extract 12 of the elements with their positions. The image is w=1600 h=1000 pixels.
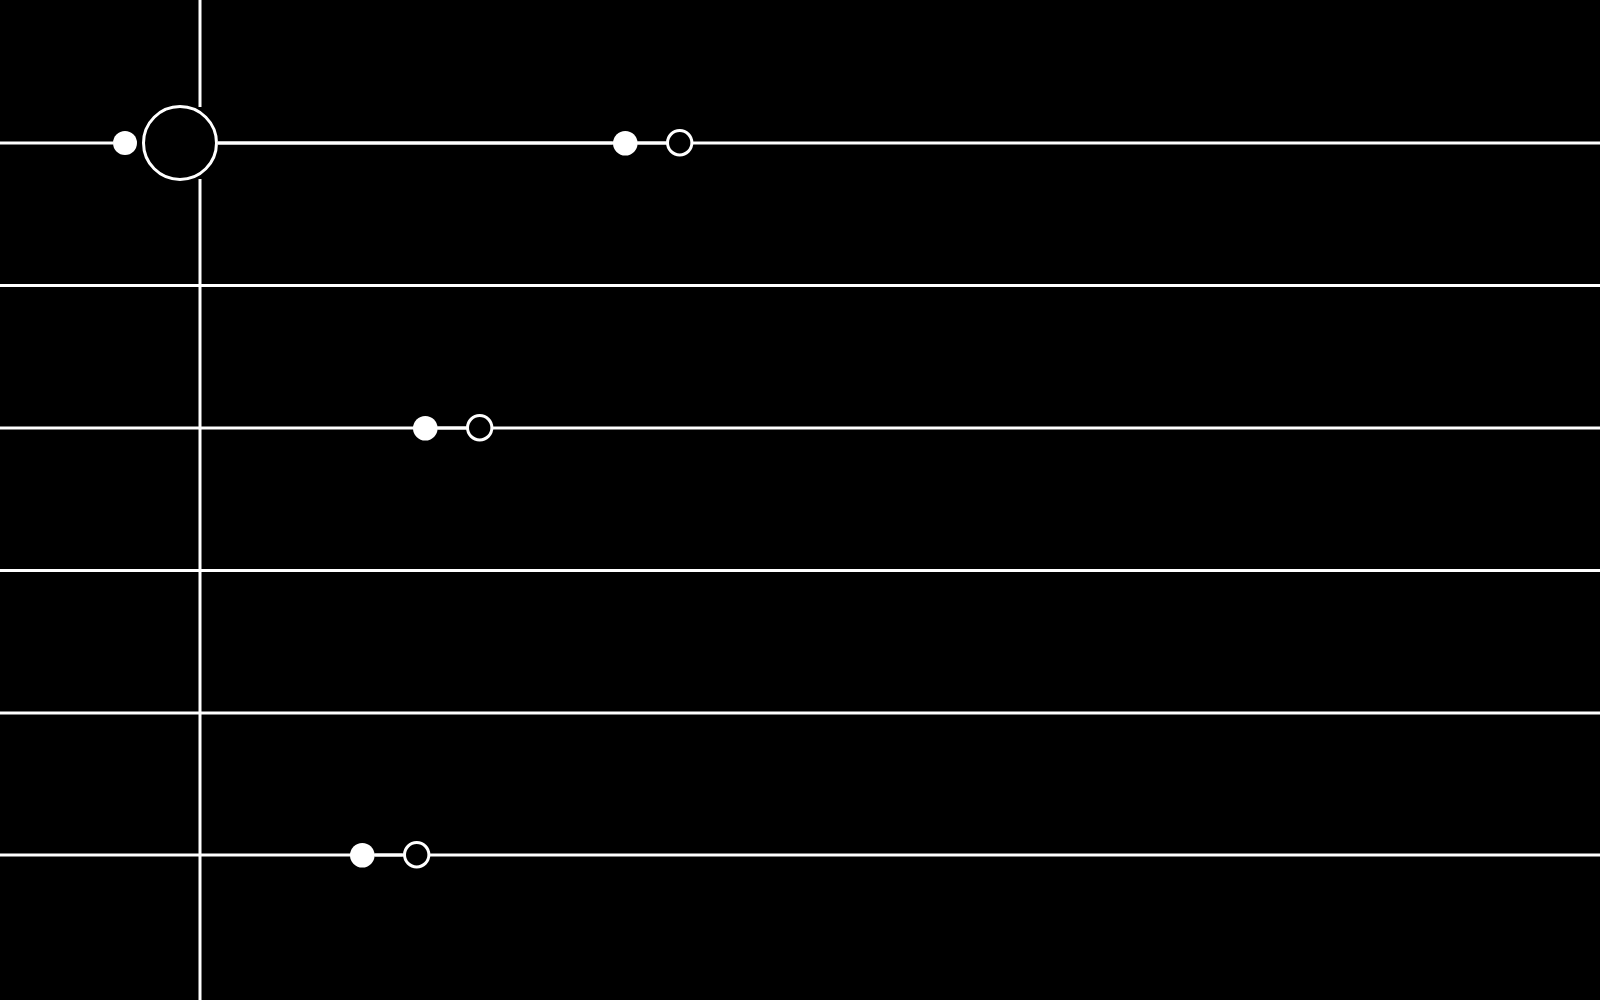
connector-line — [637, 141, 667, 145]
dot-icon — [412, 415, 438, 441]
ring-icon — [666, 129, 694, 157]
ring-icon — [402, 841, 431, 869]
connector-line — [437, 426, 467, 430]
dot-icon — [612, 130, 638, 156]
connector-line — [374, 853, 403, 857]
large-ring-icon — [142, 105, 218, 181]
dot-icon — [350, 842, 375, 868]
dot-icon — [113, 131, 137, 155]
ring-icon — [466, 414, 494, 442]
connector-line — [218, 141, 613, 145]
